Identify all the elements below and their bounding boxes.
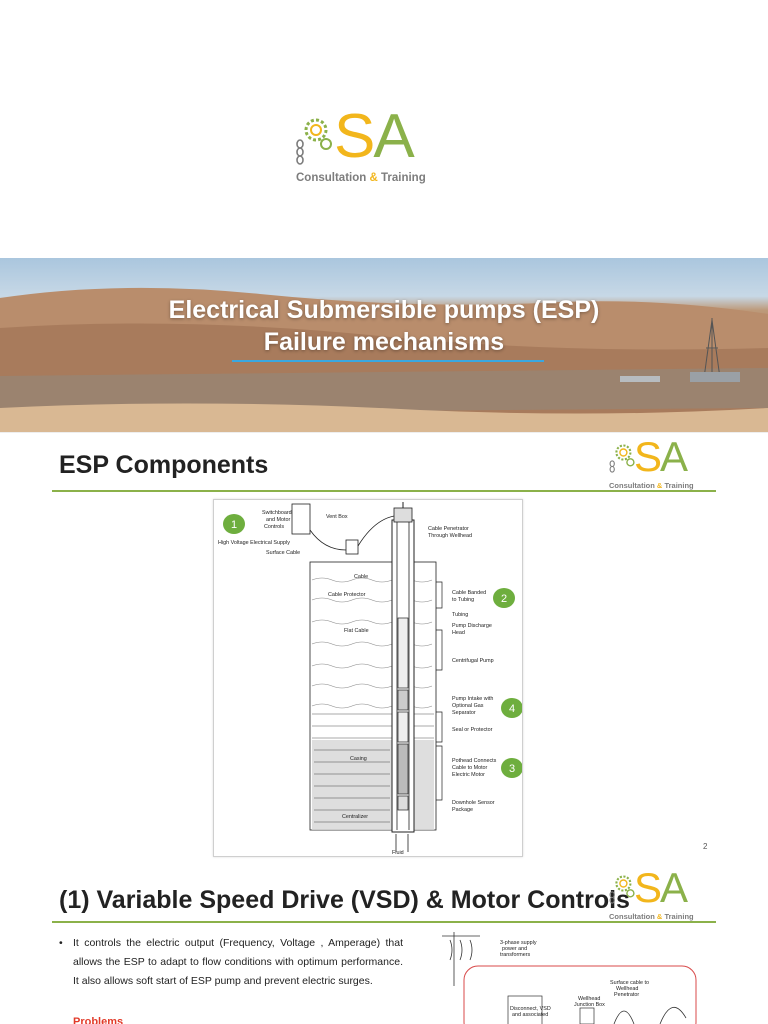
svg-text:1: 1 [231,519,237,531]
label-tubing: Tubing [452,612,468,618]
label-disconnect: Disconnect, VSD [510,1006,551,1012]
label-wellhead-box: Wellhead [578,996,600,1002]
label-downhole-sensor: Downhole Sensor [452,800,495,806]
vsd-slide: (1) Variable Speed Drive (VSD) & Motor C… [0,864,768,1024]
label-casing: Casing [350,756,367,762]
logo-tagline: Consultation & Training [296,172,426,184]
label-switchboard: Switchboard [262,510,292,516]
svg-text:Cable to Motor: Cable to Motor [452,765,488,771]
slide-title: (1) Variable Speed Drive (VSD) & Motor C… [59,886,630,914]
svg-text:Penetrator: Penetrator [614,992,639,998]
gear-chain-icon [609,875,635,904]
label-supply: 3-phase supply [500,940,537,946]
page-number: 2 [703,842,708,851]
bullet-dot: • [59,937,63,949]
logo-wordmark: SA [334,102,415,171]
slide-title: ESP Components [59,451,269,479]
title-slide: SA Consultation & Training Electrical Su… [0,0,768,432]
svg-text:and Motor: and Motor [266,517,290,523]
label-pothead: Pothead Connects [452,758,497,764]
bullet-item: • It controls the electric output (Frequ… [59,934,403,991]
label-fluid: Fluid [392,850,404,856]
company-logo: SA Consultation & Training [294,102,444,190]
label-penetrator: Cable Penetrator [428,526,469,532]
logo-tagline: Consultation & Training [609,912,694,921]
gear-chain-icon [296,118,332,165]
label-cable: Cable [354,574,368,580]
label-electric-motor: Electric Motor [452,772,485,778]
main-title-line-2: Failure mechanisms [263,328,505,356]
main-title-line-1: Electrical Submersible pumps (ESP) [168,296,600,324]
svg-text:transformers: transformers [500,952,531,958]
label-flat-cable: Flat Cable [344,628,369,634]
svg-text:Optional Gas: Optional Gas [452,703,484,709]
svg-text:to Tubing: to Tubing [452,597,474,603]
svg-text:and associated: and associated [512,1012,548,1018]
marker-4: 4 [501,698,523,718]
label-hv-supply: High Voltage Electrical Supply [218,540,290,546]
svg-text:Separator: Separator [452,710,476,716]
label-cable-banded: Cable Banded [452,590,486,596]
svg-text:3: 3 [509,763,515,775]
title-rule [52,490,716,492]
label-discharge-head: Pump Discharge [452,623,492,629]
marker-3: 3 [501,758,523,778]
svg-text:Wellhead: Wellhead [616,986,638,992]
title-underline [232,360,544,362]
esp-components-diagram: Switchboard and Motor Controls High Volt… [213,499,523,857]
esp-well-schematic: Switchboard and Motor Controls High Volt… [218,502,523,856]
svg-text:Junction Box: Junction Box [574,1002,605,1008]
company-logo-small: SA Consultation & Training [608,433,708,494]
svg-text:power and: power and [502,946,527,952]
logo-wordmark: SA [634,433,688,480]
label-cable-protector: Cable Protector [328,592,366,598]
company-logo-small: SA Consultation & Training [608,864,708,925]
marker-2: 2 [493,588,515,608]
label-surface-cable-vsd: Surface cable to [610,980,649,986]
svg-text:Package: Package [452,807,473,813]
label-centralizer: Centralizer [342,814,368,820]
gear-chain-icon [609,444,635,473]
label-seal: Seal or Protector [452,727,493,733]
label-centrifugal-pump: Centrifugal Pump [452,658,494,664]
svg-text:Controls: Controls [264,524,284,530]
svg-text:4: 4 [509,703,515,715]
logo-tagline: Consultation & Training [609,481,694,490]
svg-text:Head: Head [452,630,465,636]
esp-components-slide: ESP Components SA Consultation & Trainin… [0,432,768,865]
label-surface-cable: Surface Cable [266,550,300,556]
bullet-text: It controls the electric output (Frequen… [73,937,403,987]
label-pump-intake: Pump Intake with [452,696,493,702]
problems-label: Problems [73,1016,124,1024]
label-vent-box: Vent Box [326,514,348,520]
logo-wordmark: SA [634,864,688,911]
desert-rig-image [0,287,768,432]
marker-1: 1 [223,514,245,534]
svg-text:Through Wellhead: Through Wellhead [428,533,472,539]
title-rule [52,921,716,923]
vsd-wiring-diagram: 3-phase supply power and transformers Su… [442,932,697,1024]
svg-text:2: 2 [501,593,507,605]
desert-banner: Electrical Submersible pumps (ESP) Failu… [0,258,768,432]
